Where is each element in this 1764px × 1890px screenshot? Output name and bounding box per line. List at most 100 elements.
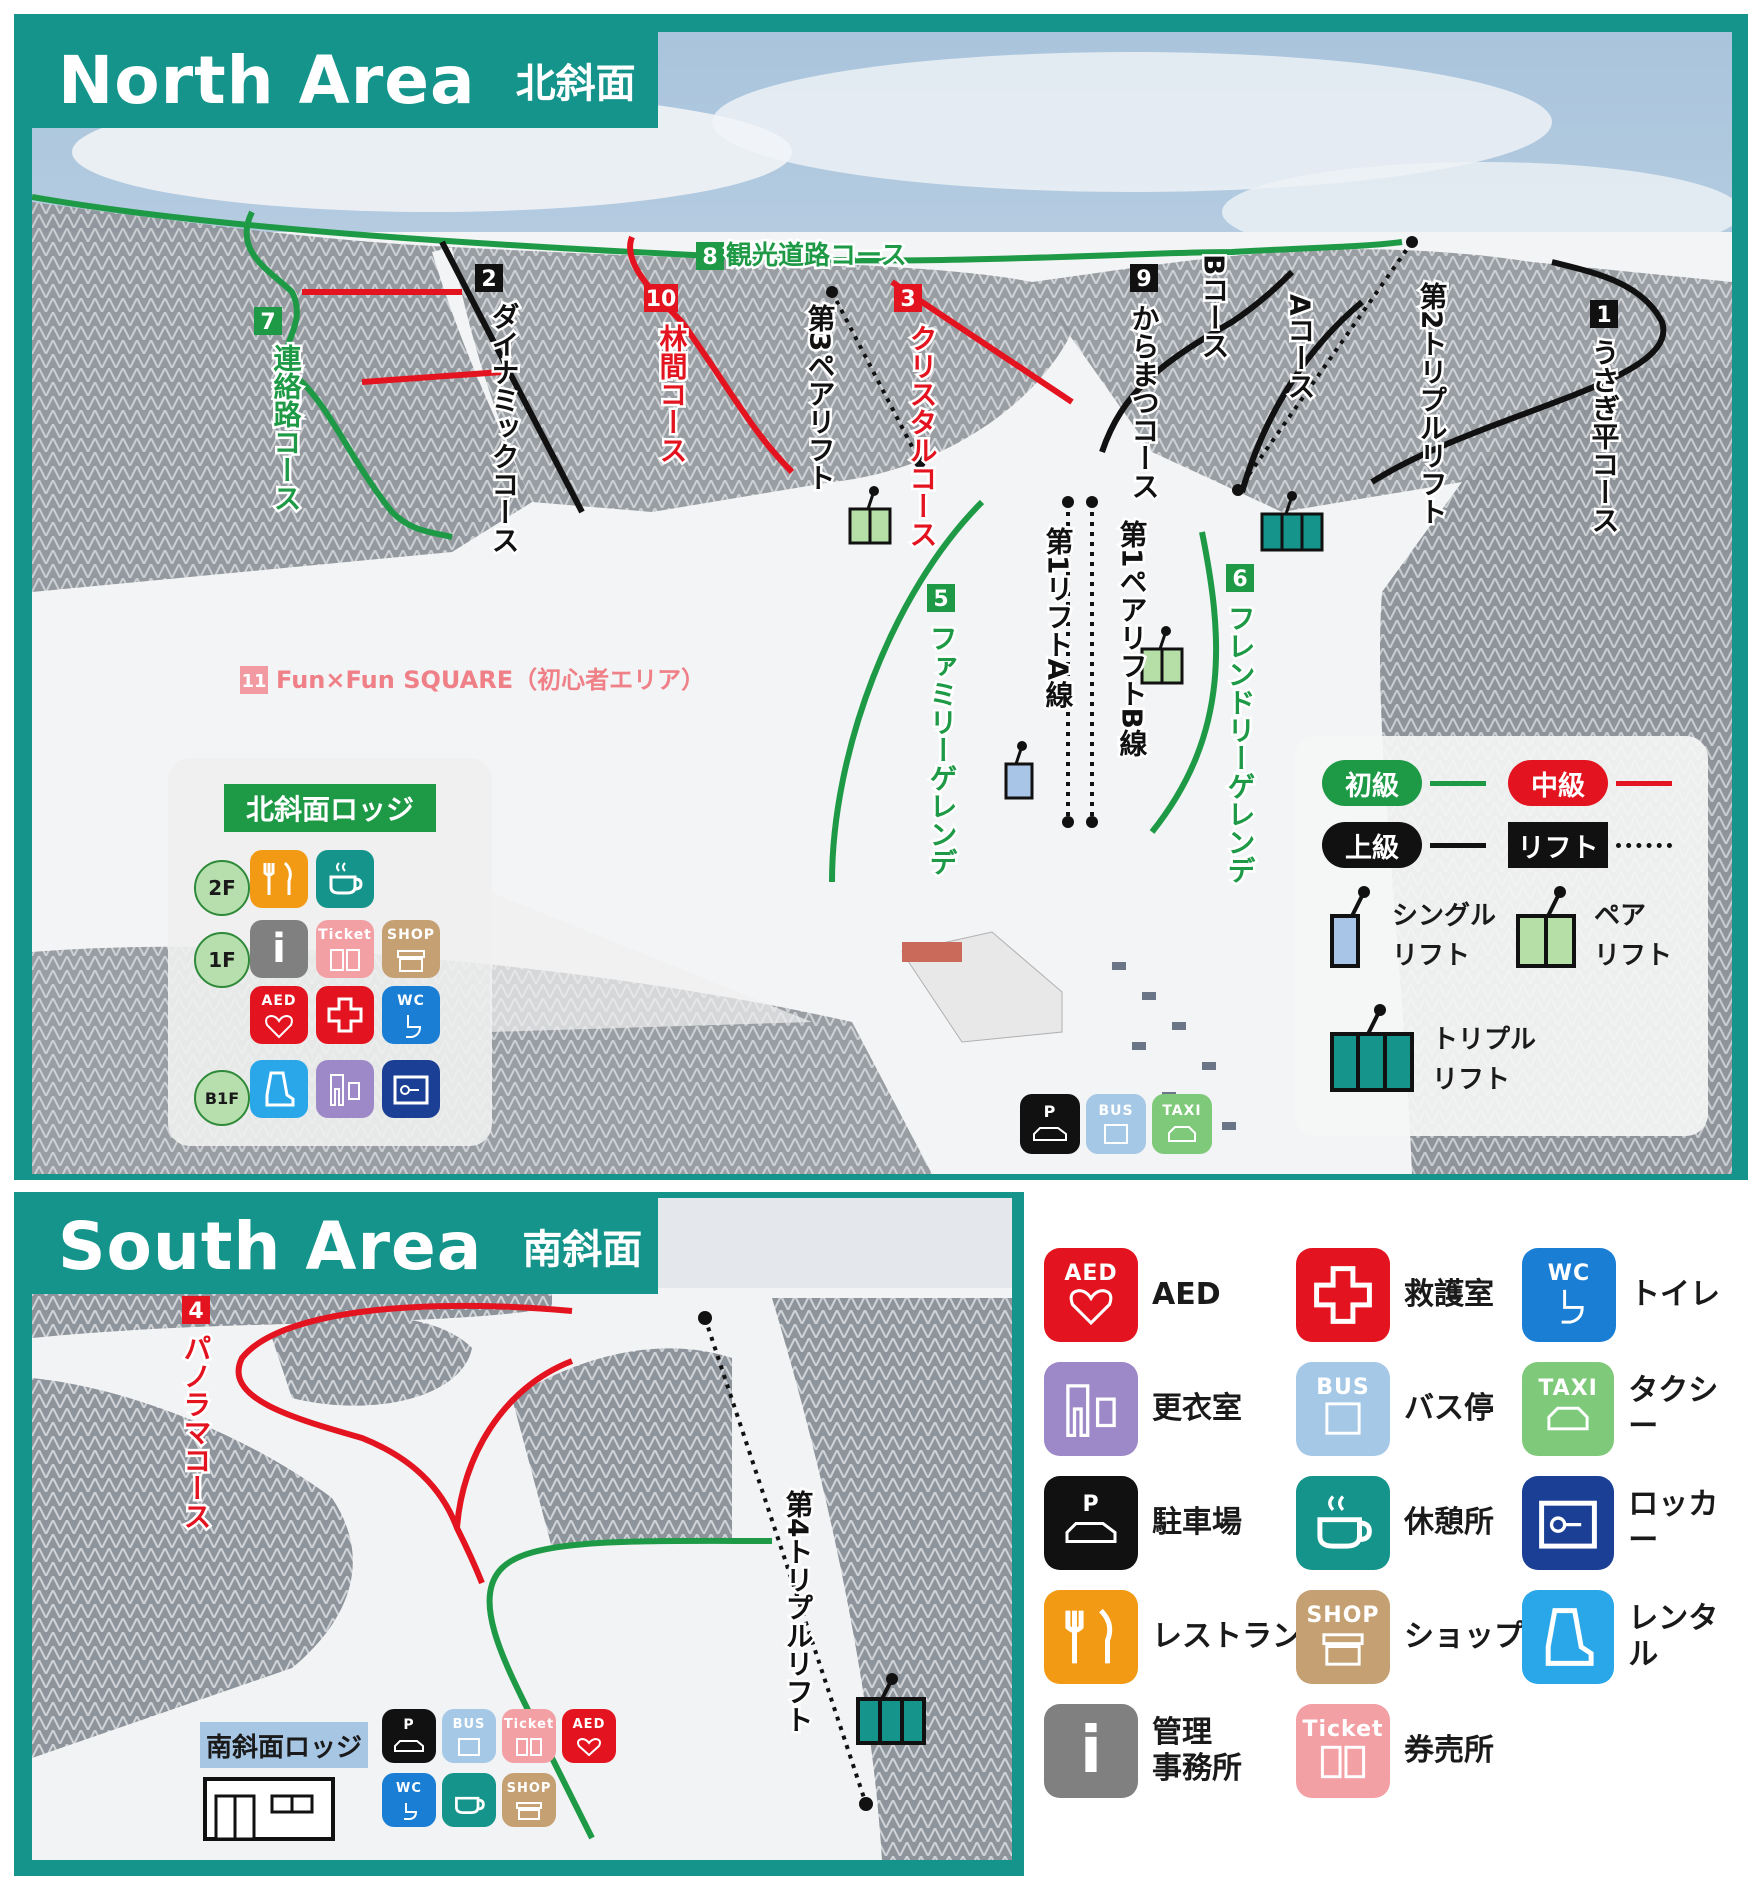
forest-center bbox=[452, 247, 1072, 512]
info-icon: i bbox=[1044, 1704, 1138, 1798]
course-1-number: 1 bbox=[1596, 303, 1611, 328]
bus-icon: BUS bbox=[1296, 1362, 1390, 1456]
south-area-map: 4 パノラマコース 第4トリプルリフト 南斜面ロッジ P BUS Ticket … bbox=[32, 1198, 1012, 1860]
course-11-number: 11 bbox=[241, 671, 266, 692]
aed-icon: AED bbox=[250, 986, 308, 1044]
legend-advanced-pill: 上級 bbox=[1322, 822, 1422, 868]
course-9b-label: Bコース bbox=[1198, 254, 1231, 359]
first-aid-icon bbox=[316, 986, 374, 1044]
course-3-number: 3 bbox=[900, 287, 915, 312]
north-title-jp: 北斜面 bbox=[515, 61, 636, 107]
course-6-label: フレンドリーゲレンデ bbox=[1224, 604, 1257, 884]
lift-4-line bbox=[698, 1311, 873, 1811]
rest-area-icon bbox=[1296, 1476, 1390, 1570]
course-3-label: クリスタルコース bbox=[906, 324, 939, 548]
rest-area-icon bbox=[316, 850, 374, 908]
course-1-label: うさぎ平コース bbox=[1588, 338, 1621, 534]
key-ticket-office: Ticket 券売所 bbox=[1296, 1704, 1494, 1798]
lift-2-line bbox=[1232, 236, 1418, 496]
south-lodge-building bbox=[203, 1777, 335, 1841]
course-8-number: 8 bbox=[702, 245, 717, 270]
triple-lift-icon bbox=[1260, 491, 1324, 552]
legend-single-lift-icon bbox=[1330, 886, 1370, 968]
restaurant-icon bbox=[1044, 1590, 1138, 1684]
legend-lift-pill: リフト bbox=[1508, 822, 1608, 868]
forest-left bbox=[32, 202, 532, 592]
course-5-line bbox=[829, 499, 985, 883]
course-4-label: パノラマコース bbox=[180, 1334, 213, 1530]
legend-pair-label: ペアリフト bbox=[1594, 901, 1673, 971]
key-toilet: WC トイレ bbox=[1522, 1248, 1720, 1342]
course-1-line bbox=[1370, 259, 1667, 485]
lift-1b-line bbox=[1086, 496, 1098, 828]
changing-room-icon bbox=[316, 1060, 374, 1118]
key-taxi: TAXI タクシー bbox=[1522, 1362, 1746, 1456]
parking-icon: P bbox=[1020, 1094, 1080, 1154]
key-changing-room: 更衣室 bbox=[1044, 1362, 1242, 1456]
course-5-label: ファミリーゲレンデ bbox=[926, 624, 959, 876]
triple-lift-icon bbox=[856, 1673, 926, 1745]
course-10-number: 10 bbox=[646, 287, 677, 312]
ticket-icon: Ticket bbox=[1296, 1704, 1390, 1798]
shop-icon: SHOP bbox=[502, 1773, 556, 1827]
course-9-label: からまつコース bbox=[1128, 304, 1161, 500]
course-10-line bbox=[627, 235, 795, 475]
course-9-number: 9 bbox=[1136, 267, 1151, 292]
key-bus-stop: BUS バス停 bbox=[1296, 1362, 1494, 1456]
key-first-aid: 救護室 bbox=[1296, 1248, 1494, 1342]
rest-area-icon bbox=[442, 1773, 496, 1827]
course-7-line bbox=[243, 210, 453, 540]
course-8-label: 観光道路コース bbox=[726, 240, 907, 271]
icon-key: AED AED 救護室 WC トイレ 更衣室 BUS バス停 TAXI タクシー… bbox=[1026, 1196, 1746, 1876]
north-title-en: North Area bbox=[58, 41, 476, 119]
rental-icon bbox=[250, 1060, 308, 1118]
ticket-icon: Ticket bbox=[316, 920, 374, 978]
south-beginner-line bbox=[486, 1537, 773, 1840]
taxi-icon: TAXI bbox=[1522, 1362, 1615, 1456]
toilet-icon: WC bbox=[1522, 1248, 1616, 1342]
legend-beginner-line bbox=[1430, 781, 1486, 786]
course-5-number: 5 bbox=[933, 587, 948, 612]
restaurant-icon bbox=[250, 850, 308, 908]
lift-4-label: 第4トリプルリフト bbox=[782, 1489, 815, 1734]
lift-1b-label: 第1ペアリフトB線 bbox=[1116, 519, 1149, 757]
legend-triple-label: トリプルリフト bbox=[1432, 1025, 1537, 1095]
taxi-icon: TAXI bbox=[1152, 1094, 1212, 1154]
course-10-label: 林間コース bbox=[656, 324, 689, 464]
north-legend: 初級 中級 上級 リフト シングルリフト ペアリフト トリプルリフト bbox=[1294, 736, 1708, 1136]
floor-2f-badge: 2F bbox=[194, 860, 250, 916]
key-rental: レンタル bbox=[1522, 1590, 1746, 1684]
legend-pair-lift-icon bbox=[1516, 886, 1576, 968]
course-7-label: 連絡路コース bbox=[270, 344, 303, 512]
bus-icon: BUS bbox=[1086, 1094, 1146, 1154]
aed-icon: AED bbox=[1044, 1248, 1138, 1342]
key-locker: ロッカー bbox=[1522, 1476, 1746, 1570]
legend-intermediate-line bbox=[1616, 781, 1672, 786]
locker-icon bbox=[382, 1060, 440, 1118]
south-lodge-title: 南斜面ロッジ bbox=[200, 1722, 368, 1768]
north-area-title: North Area 北斜面 bbox=[32, 32, 658, 128]
south-forest-island bbox=[272, 1316, 472, 1406]
north-lodge-title: 北斜面ロッジ bbox=[224, 784, 436, 832]
course-7-branch-2 bbox=[361, 369, 503, 385]
key-aed: AED AED bbox=[1044, 1248, 1221, 1342]
course-2-number: 2 bbox=[481, 267, 496, 292]
course-4-line bbox=[235, 1302, 574, 1585]
course-11-label: Fun×Fun SQUARE（初心者エリア） bbox=[276, 666, 705, 694]
changing-room-icon bbox=[1044, 1362, 1138, 1456]
course-4-number: 4 bbox=[188, 1299, 203, 1324]
shop-icon: SHOP bbox=[382, 920, 440, 978]
north-area-map: 7 2 8 10 3 9 1 5 6 11 連絡路コース ダイナミックコース 林… bbox=[32, 32, 1732, 1174]
legend-lift-line bbox=[1616, 843, 1672, 848]
pair-lift-icon bbox=[848, 486, 892, 545]
lift-3-line bbox=[826, 286, 926, 468]
lift-1a-line bbox=[1062, 496, 1074, 828]
single-lift-icon bbox=[1004, 741, 1034, 800]
floor-1f-badge: 1F bbox=[194, 932, 250, 988]
key-shop: SHOP ショップ bbox=[1296, 1590, 1524, 1684]
south-forest-left bbox=[32, 1378, 353, 1758]
info-icon: i bbox=[250, 920, 308, 978]
course-6-number: 6 bbox=[1232, 567, 1247, 592]
ticket-icon: Ticket bbox=[502, 1709, 556, 1763]
floor-b1f-badge: B1F bbox=[194, 1070, 250, 1126]
